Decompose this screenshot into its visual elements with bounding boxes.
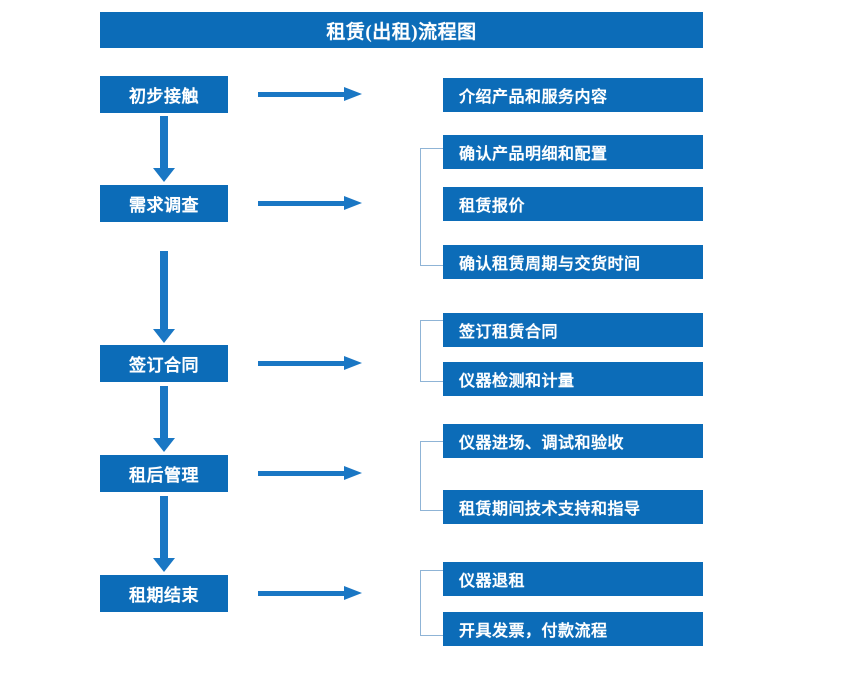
arrow-head	[344, 196, 362, 210]
stage-box-lease-end[interactable]: 租期结束	[100, 575, 228, 612]
arrow-head	[153, 168, 175, 182]
arrow-shaft	[258, 201, 346, 206]
detail-box-confirm-rental-period[interactable]: 确认租赁周期与交货时间	[443, 245, 703, 279]
arrow-shaft	[160, 251, 168, 329]
arrow-shaft	[258, 361, 346, 366]
arrow-head	[344, 356, 362, 370]
bracket-lease-end-group	[420, 570, 443, 636]
detail-box-instrument-return[interactable]: 仪器退租	[443, 562, 703, 596]
stage-box-sign-contract[interactable]: 签订合同	[100, 345, 228, 382]
detail-box-instrument-inspection[interactable]: 仪器检测和计量	[443, 362, 703, 396]
horizontal-arrow-lease-end	[258, 586, 362, 600]
arrow-shaft	[258, 471, 346, 476]
detail-box-introduce-products[interactable]: 介绍产品和服务内容	[443, 78, 703, 112]
arrow-shaft	[160, 116, 168, 168]
horizontal-arrow-demand-survey	[258, 196, 362, 210]
stage-box-post-rental-management[interactable]: 租后管理	[100, 455, 228, 492]
arrow-head	[153, 438, 175, 452]
arrow-head	[344, 466, 362, 480]
detail-box-rental-quotation[interactable]: 租赁报价	[443, 187, 703, 221]
detail-box-technical-support[interactable]: 租赁期间技术支持和指导	[443, 490, 703, 524]
bracket-sign-contract-group	[420, 320, 443, 382]
chart-title: 租赁(出租)流程图	[100, 12, 703, 48]
vertical-arrow-management-to-lease-end	[153, 496, 175, 572]
horizontal-arrow-post-rental-management	[258, 466, 362, 480]
arrow-shaft	[258, 591, 346, 596]
detail-box-instrument-installation[interactable]: 仪器进场、调试和验收	[443, 424, 703, 458]
arrow-head	[153, 329, 175, 343]
arrow-head	[344, 87, 362, 101]
arrow-head	[344, 586, 362, 600]
vertical-arrow-contract-to-management	[153, 386, 175, 452]
detail-box-invoice-payment[interactable]: 开具发票，付款流程	[443, 612, 703, 646]
arrow-shaft	[258, 92, 346, 97]
arrow-shaft	[160, 496, 168, 558]
detail-box-sign-rental-contract[interactable]: 签订租赁合同	[443, 313, 703, 347]
bracket-demand-survey-group	[420, 148, 443, 266]
stage-box-initial-contact[interactable]: 初步接触	[100, 76, 228, 113]
vertical-arrow-initial-to-demand	[153, 116, 175, 182]
detail-box-confirm-product-details[interactable]: 确认产品明细和配置	[443, 135, 703, 169]
vertical-arrow-demand-to-contract	[153, 251, 175, 343]
arrow-head	[153, 558, 175, 572]
bracket-post-rental-group	[420, 441, 443, 511]
horizontal-arrow-sign-contract	[258, 356, 362, 370]
horizontal-arrow-initial-contact	[258, 87, 362, 101]
arrow-shaft	[160, 386, 168, 438]
stage-box-demand-survey[interactable]: 需求调查	[100, 185, 228, 222]
